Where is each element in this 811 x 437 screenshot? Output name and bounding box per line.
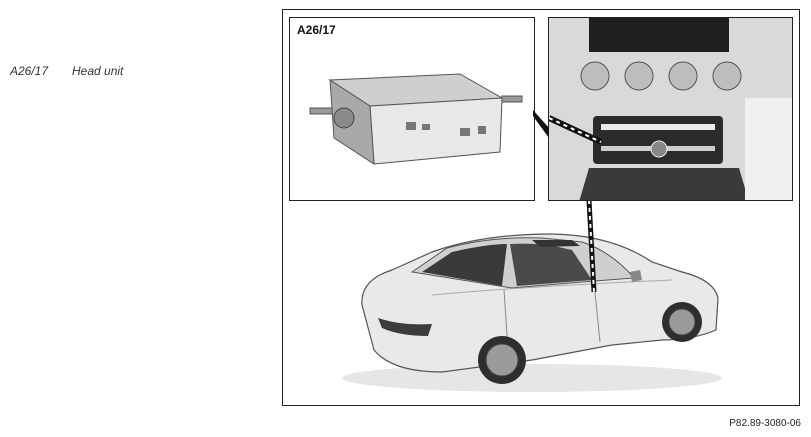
dashboard-inset xyxy=(548,17,793,201)
dashboard-illustration xyxy=(549,18,792,200)
legend-code: A26/17 xyxy=(10,64,49,78)
head-unit-illustration xyxy=(309,73,523,165)
figure-id: P82.89-3080-06 xyxy=(729,418,801,429)
connector-wedge xyxy=(533,110,549,138)
legend-description: Head unit xyxy=(72,64,124,78)
head-unit-inset: A26/17 xyxy=(289,17,535,201)
car-illustration xyxy=(342,200,722,392)
inset-label: A26/17 xyxy=(297,23,336,37)
